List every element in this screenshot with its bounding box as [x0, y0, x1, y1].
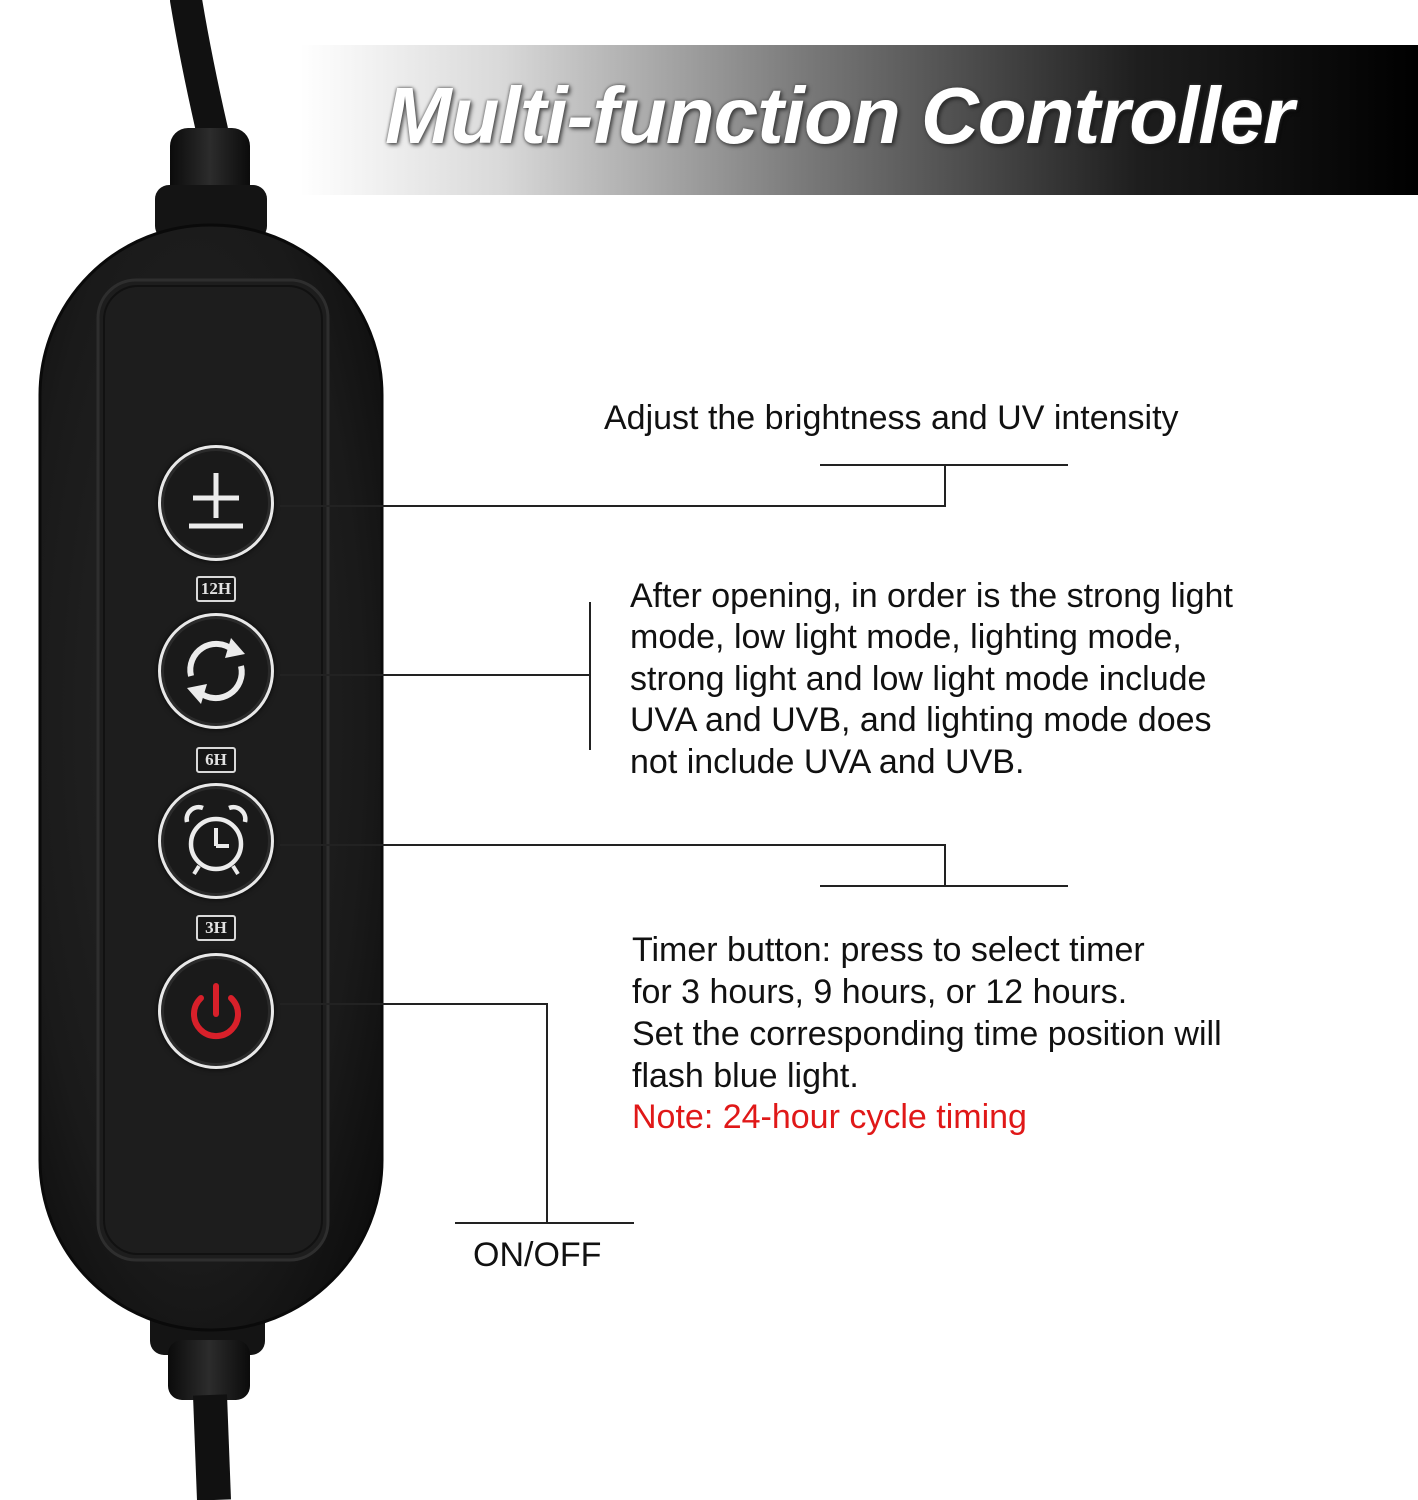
- top-cable: [170, 0, 228, 146]
- brightness-button[interactable]: [158, 445, 274, 561]
- cycle-arrows-icon: [187, 638, 245, 704]
- leader-power: [280, 1003, 548, 1223]
- title-banner: [300, 45, 1418, 195]
- plus-minus-icon: [189, 473, 243, 529]
- timer-badge-3h: 3H: [196, 915, 236, 941]
- leader-timer: [280, 844, 946, 886]
- timer-badge-12h: 12H: [196, 576, 236, 602]
- alarm-clock-icon: [184, 804, 248, 876]
- timer-line-2: for 3 hours, 9 hours, or 12 hours.: [632, 973, 1128, 1011]
- timer-badge-6h: 6H: [196, 747, 236, 773]
- mode-line-3: strong light and low light mode include: [630, 660, 1207, 698]
- mode-line-5: not include UVA and UVB.: [630, 743, 1025, 781]
- mode-line-2: mode, low light mode, lighting mode,: [630, 618, 1182, 656]
- page-title: Multi-function Controller: [385, 71, 1294, 160]
- brightness-annotation: Adjust the brightness and UV intensity: [604, 399, 1179, 437]
- power-annotation: ON/OFF: [473, 1236, 602, 1274]
- leader-brightness: [280, 465, 946, 507]
- mode-line-4: UVA and UVB, and lighting mode does: [630, 701, 1212, 739]
- power-icon: [191, 983, 241, 1040]
- timer-button[interactable]: [158, 783, 274, 899]
- timer-line-4: flash blue light.: [632, 1057, 859, 1095]
- bottom-cable: [193, 1394, 231, 1500]
- timer-line-3: Set the corresponding time position will: [632, 1015, 1222, 1053]
- mode-line-1: After opening, in order is the strong li…: [630, 577, 1233, 615]
- mode-button[interactable]: [158, 613, 274, 729]
- power-button[interactable]: [158, 953, 274, 1069]
- timer-note: Note: 24-hour cycle timing: [632, 1098, 1027, 1136]
- timer-line-1: Timer button: press to select timer: [632, 931, 1145, 969]
